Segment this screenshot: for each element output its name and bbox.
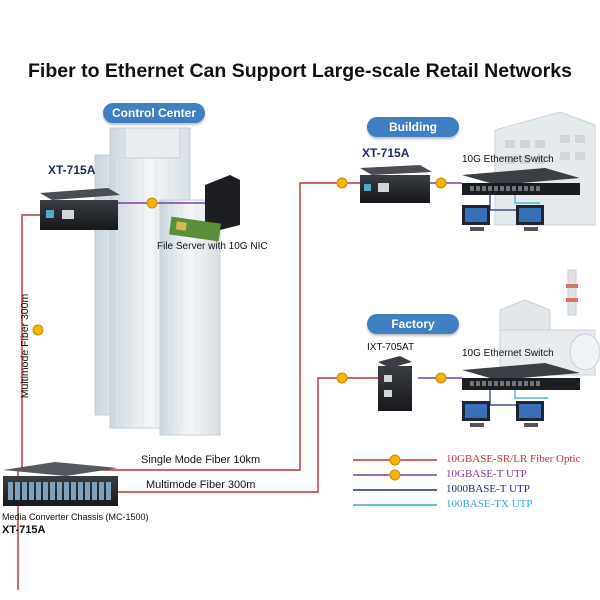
ixt705at-device xyxy=(378,356,412,411)
switch-factory xyxy=(462,363,580,390)
fast-ethernet-links xyxy=(514,192,548,399)
device-label-ixt705at: IXT-705AT xyxy=(367,342,415,353)
link-label-single-mode: Single Mode Fiber 10km xyxy=(141,454,261,466)
media-converter-chassis xyxy=(3,462,118,506)
pc-group-building xyxy=(462,205,544,231)
device-label-xt715a-building: XT-715A xyxy=(362,146,410,160)
xt715a-control-device xyxy=(40,188,120,230)
site-label-factory: Factory xyxy=(367,314,459,334)
legend-100-utp: 100BASE-TX UTP xyxy=(446,498,533,510)
fiber-links xyxy=(17,182,378,590)
link-label-vertical-fiber: Multimode Fiber 300m xyxy=(19,293,31,399)
device-label-switch-factory: 10G Ethernet Switch xyxy=(462,348,554,359)
switch-building xyxy=(462,168,580,195)
legend-1000-utp: 1000BASE-T UTP xyxy=(446,483,530,495)
link-label-multimode-bottom: Multimode Fiber 300m xyxy=(146,479,256,491)
file-server xyxy=(168,175,240,242)
device-label-chassis-model: XT-715A xyxy=(2,524,46,536)
xt715a-building-device xyxy=(360,165,432,203)
factory xyxy=(499,269,600,376)
device-label-file-server: File Server with 10G NIC xyxy=(157,241,268,252)
pc-group-factory xyxy=(462,401,544,427)
device-label-xt715a-control: XT-715A xyxy=(48,163,96,177)
legend-lines xyxy=(353,454,437,506)
legend-fiber: 10GBASE-SR/LR Fiber Optic xyxy=(446,453,581,465)
device-label-chassis: Media Converter Chassis (MC-1500) xyxy=(2,512,149,522)
device-label-switch-building: 10G Ethernet Switch xyxy=(462,154,554,165)
site-label-building: Building xyxy=(367,117,459,137)
link-badges xyxy=(32,177,447,384)
diagram-title: Fiber to Ethernet Can Support Large-scal… xyxy=(28,60,572,82)
site-label-control-center: Control Center xyxy=(103,103,205,123)
legend-10g-utp: 10GBASE-T UTP xyxy=(446,468,527,480)
control-center-tower xyxy=(94,127,221,436)
